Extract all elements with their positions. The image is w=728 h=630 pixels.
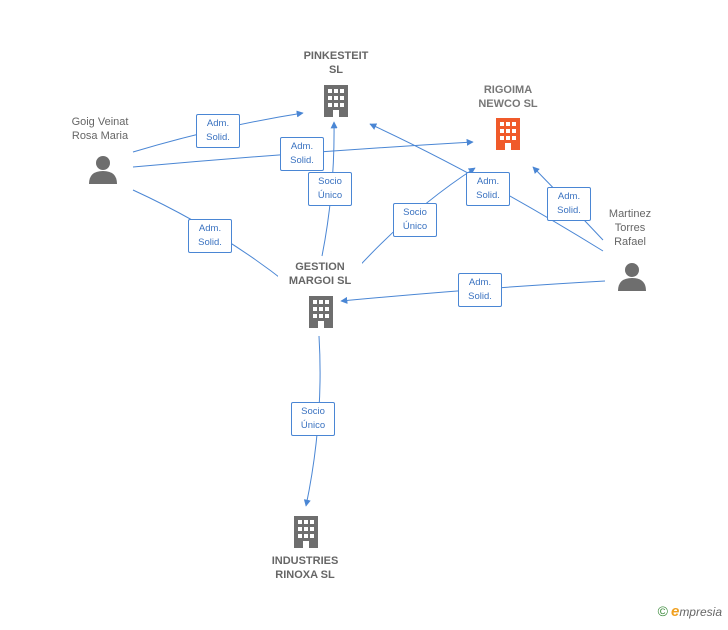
node-label-rigoima: RIGOIMA NEWCO SL: [478, 84, 538, 110]
edge-label-martinez-rigoima[interactable]: Adm. Solid.: [547, 187, 591, 221]
edge-label-martinez-pinkesteit[interactable]: Adm. Solid.: [466, 172, 510, 206]
edge-label-goig-gestion[interactable]: Adm. Solid.: [188, 219, 232, 253]
footer-brand: ©empresia: [658, 603, 722, 620]
node-label-martinez: Martinez Torres Rafael: [608, 208, 652, 248]
edge-label-goig-pinkesteit[interactable]: Adm. Solid.: [196, 114, 240, 148]
copyright-icon: ©: [657, 603, 668, 619]
node-label-gestion: GESTION MARGOI SL: [278, 260, 362, 288]
building-icon-industries: [294, 516, 318, 548]
edge-label-gestion-pinkesteit[interactable]: Socio Único: [308, 172, 352, 206]
building-icon-gestion: [309, 296, 333, 328]
person-icon-martinez: [618, 263, 646, 291]
building-icon-rigoima: [496, 118, 520, 150]
edge-label-martinez-gestion[interactable]: Adm. Solid.: [458, 273, 502, 307]
edge-label-goig-rigoima[interactable]: Adm. Solid.: [280, 137, 324, 171]
node-label-goig: Goig Veinat Rosa Maria: [71, 116, 129, 142]
brand-logo[interactable]: empresia: [670, 603, 722, 620]
node-label-pinkesteit: PINKESTEIT SL: [303, 50, 369, 76]
node-label-industries: INDUSTRIES RINOXA SL: [271, 555, 339, 581]
person-icon-goig: [89, 156, 117, 184]
edge-label-gestion-industries[interactable]: Socio Único: [291, 402, 335, 436]
edge-label-gestion-rigoima[interactable]: Socio Único: [393, 203, 437, 237]
building-icon-pinkesteit: [324, 85, 348, 117]
